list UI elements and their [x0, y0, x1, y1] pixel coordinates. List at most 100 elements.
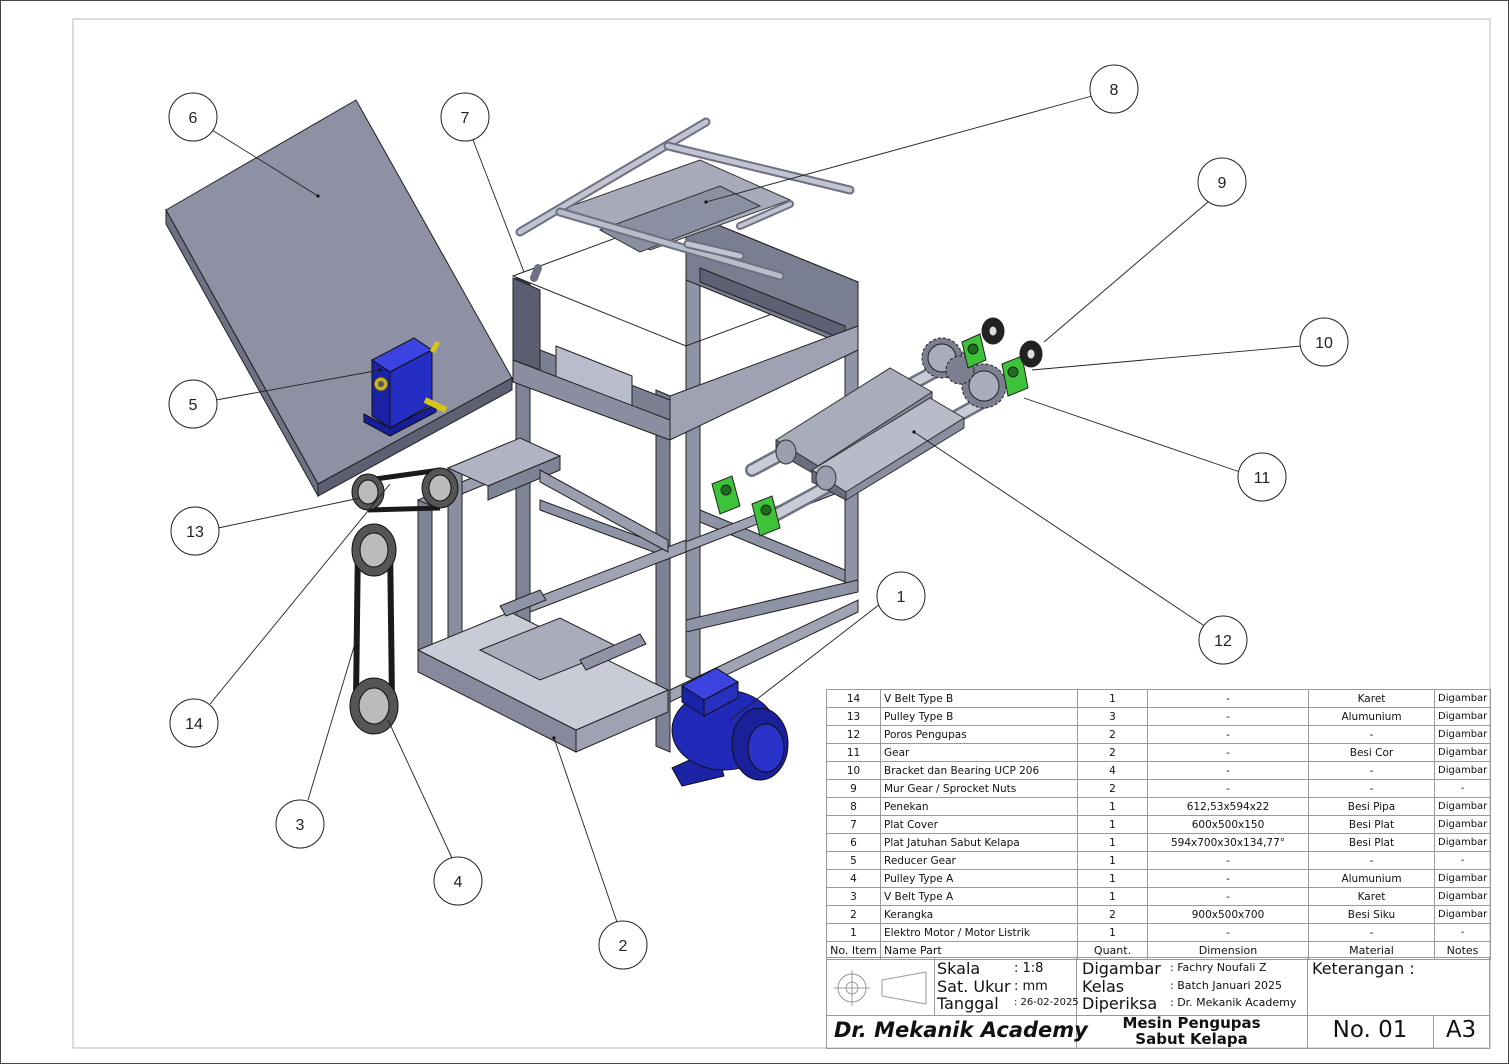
- bom-material: -: [1308, 923, 1435, 942]
- balloon-label: 6: [189, 110, 198, 127]
- bom-dimension: -: [1147, 761, 1309, 780]
- peeler-shafts: [745, 351, 997, 525]
- drawing-title-line1: Mesin Pengupas: [1122, 1014, 1261, 1032]
- tanggal-value: : 26-02-2025: [1014, 997, 1079, 1008]
- balloon-11: 11: [1237, 452, 1287, 502]
- bom-name-part: Poros Pengupas: [880, 725, 1078, 744]
- drawing-title-line2: Sabut Kelapa: [1135, 1030, 1248, 1048]
- bom-dimension: -: [1147, 923, 1309, 942]
- bom-name-part: Kerangka: [880, 905, 1078, 924]
- balloon-2: 2: [598, 920, 648, 970]
- bom-notes: Digambar: [1434, 797, 1491, 816]
- tb-line: [1076, 958, 1077, 1049]
- bom-header-cell: Material: [1308, 941, 1435, 960]
- balloon-7: 7: [440, 92, 490, 142]
- balloon-label: 8: [1110, 82, 1119, 99]
- balloon-label: 13: [186, 524, 204, 541]
- bom-material: Karet: [1308, 887, 1435, 906]
- tb-line: [826, 1015, 1490, 1016]
- bom-header-cell: Quant.: [1077, 941, 1148, 960]
- balloon-label: 9: [1218, 175, 1227, 192]
- balloon-circle: [440, 92, 490, 142]
- digambar-value: : Fachry Noufali Z: [1170, 961, 1267, 974]
- bom-dimension: 612,53x594x22: [1147, 797, 1309, 816]
- bom-quantity: 2: [1077, 743, 1148, 762]
- bom-name-part: Mur Gear / Sprocket Nuts: [880, 779, 1078, 798]
- bom-item-no: 10: [826, 761, 881, 780]
- bom-material: -: [1308, 851, 1435, 870]
- balloon-label: 7: [461, 110, 470, 127]
- bom-quantity: 1: [1077, 815, 1148, 834]
- bom-dimension: -: [1147, 743, 1309, 762]
- bom-quantity: 1: [1077, 887, 1148, 906]
- balloon-circle: [1197, 157, 1247, 207]
- bom-notes: Digambar: [1434, 689, 1491, 708]
- bom-item-no: 9: [826, 779, 881, 798]
- bom-dimension: -: [1147, 887, 1309, 906]
- bom-notes: Digambar: [1434, 833, 1491, 852]
- projection-symbol-icon: [834, 970, 927, 1006]
- bom-name-part: Pulley Type A: [880, 869, 1078, 888]
- reducer-gear: [363, 337, 448, 437]
- balloon-5: 5: [168, 379, 218, 429]
- bom-material: -: [1308, 725, 1435, 744]
- bom-item-no: 8: [826, 797, 881, 816]
- company-name: Dr. Mekanik Academy: [834, 1018, 1088, 1042]
- bom-item-no: 14: [826, 689, 881, 708]
- bom-material: Besi Cor: [1308, 743, 1435, 762]
- balloon-10: 10: [1299, 317, 1349, 367]
- tb-line: [826, 1048, 1490, 1049]
- balloon-1: 1: [876, 571, 926, 621]
- bom-notes: -: [1434, 923, 1491, 942]
- bom-name-part: Plat Jatuhan Sabut Kelapa: [880, 833, 1078, 852]
- bom-item-no: 13: [826, 707, 881, 726]
- bom-name-part: Reducer Gear: [880, 851, 1078, 870]
- drawing-number: No. 01: [1332, 1017, 1408, 1043]
- diperiksa-label: Diperiksa: [1082, 994, 1158, 1013]
- balloon-circle: [876, 571, 926, 621]
- bom-quantity: 4: [1077, 761, 1148, 780]
- bom-dimension: -: [1147, 689, 1309, 708]
- skala-label: Skala: [937, 959, 981, 978]
- bom-name-part: Elektro Motor / Motor Listrik: [880, 923, 1078, 942]
- bom-notes: Digambar: [1434, 761, 1491, 780]
- gears-and-bearings: [711, 317, 1043, 537]
- bom-material: -: [1308, 779, 1435, 798]
- leader-lines: [209, 95, 1302, 923]
- balloon-label: 12: [1214, 633, 1232, 650]
- balloon-label: 1: [897, 589, 906, 606]
- balloon-14: 14: [169, 698, 219, 748]
- bom-quantity: 1: [1077, 689, 1148, 708]
- bom-material: Besi Siku: [1308, 905, 1435, 924]
- balloon-circle: [1089, 64, 1139, 114]
- bom-dimension: -: [1147, 725, 1309, 744]
- bom-notes: Digambar: [1434, 743, 1491, 762]
- balloon-circle: [170, 506, 220, 556]
- bom-quantity: 1: [1077, 869, 1148, 888]
- bom-material: Besi Plat: [1308, 815, 1435, 834]
- bom-name-part: V Belt Type B: [880, 689, 1078, 708]
- bom-dimension: -: [1147, 707, 1309, 726]
- balloon-circle: [169, 698, 219, 748]
- balloon-circle: [1299, 317, 1349, 367]
- bom-notes: Digambar: [1434, 815, 1491, 834]
- tb-line: [1489, 958, 1490, 1049]
- tanggal-label: Tanggal: [937, 994, 999, 1013]
- bom-item-no: 1: [826, 923, 881, 942]
- bom-header-cell: Dimension: [1147, 941, 1309, 960]
- tb-line: [934, 958, 935, 1015]
- balloon-9: 9: [1197, 157, 1247, 207]
- diperiksa-value: : Dr. Mekanik Academy: [1170, 996, 1297, 1009]
